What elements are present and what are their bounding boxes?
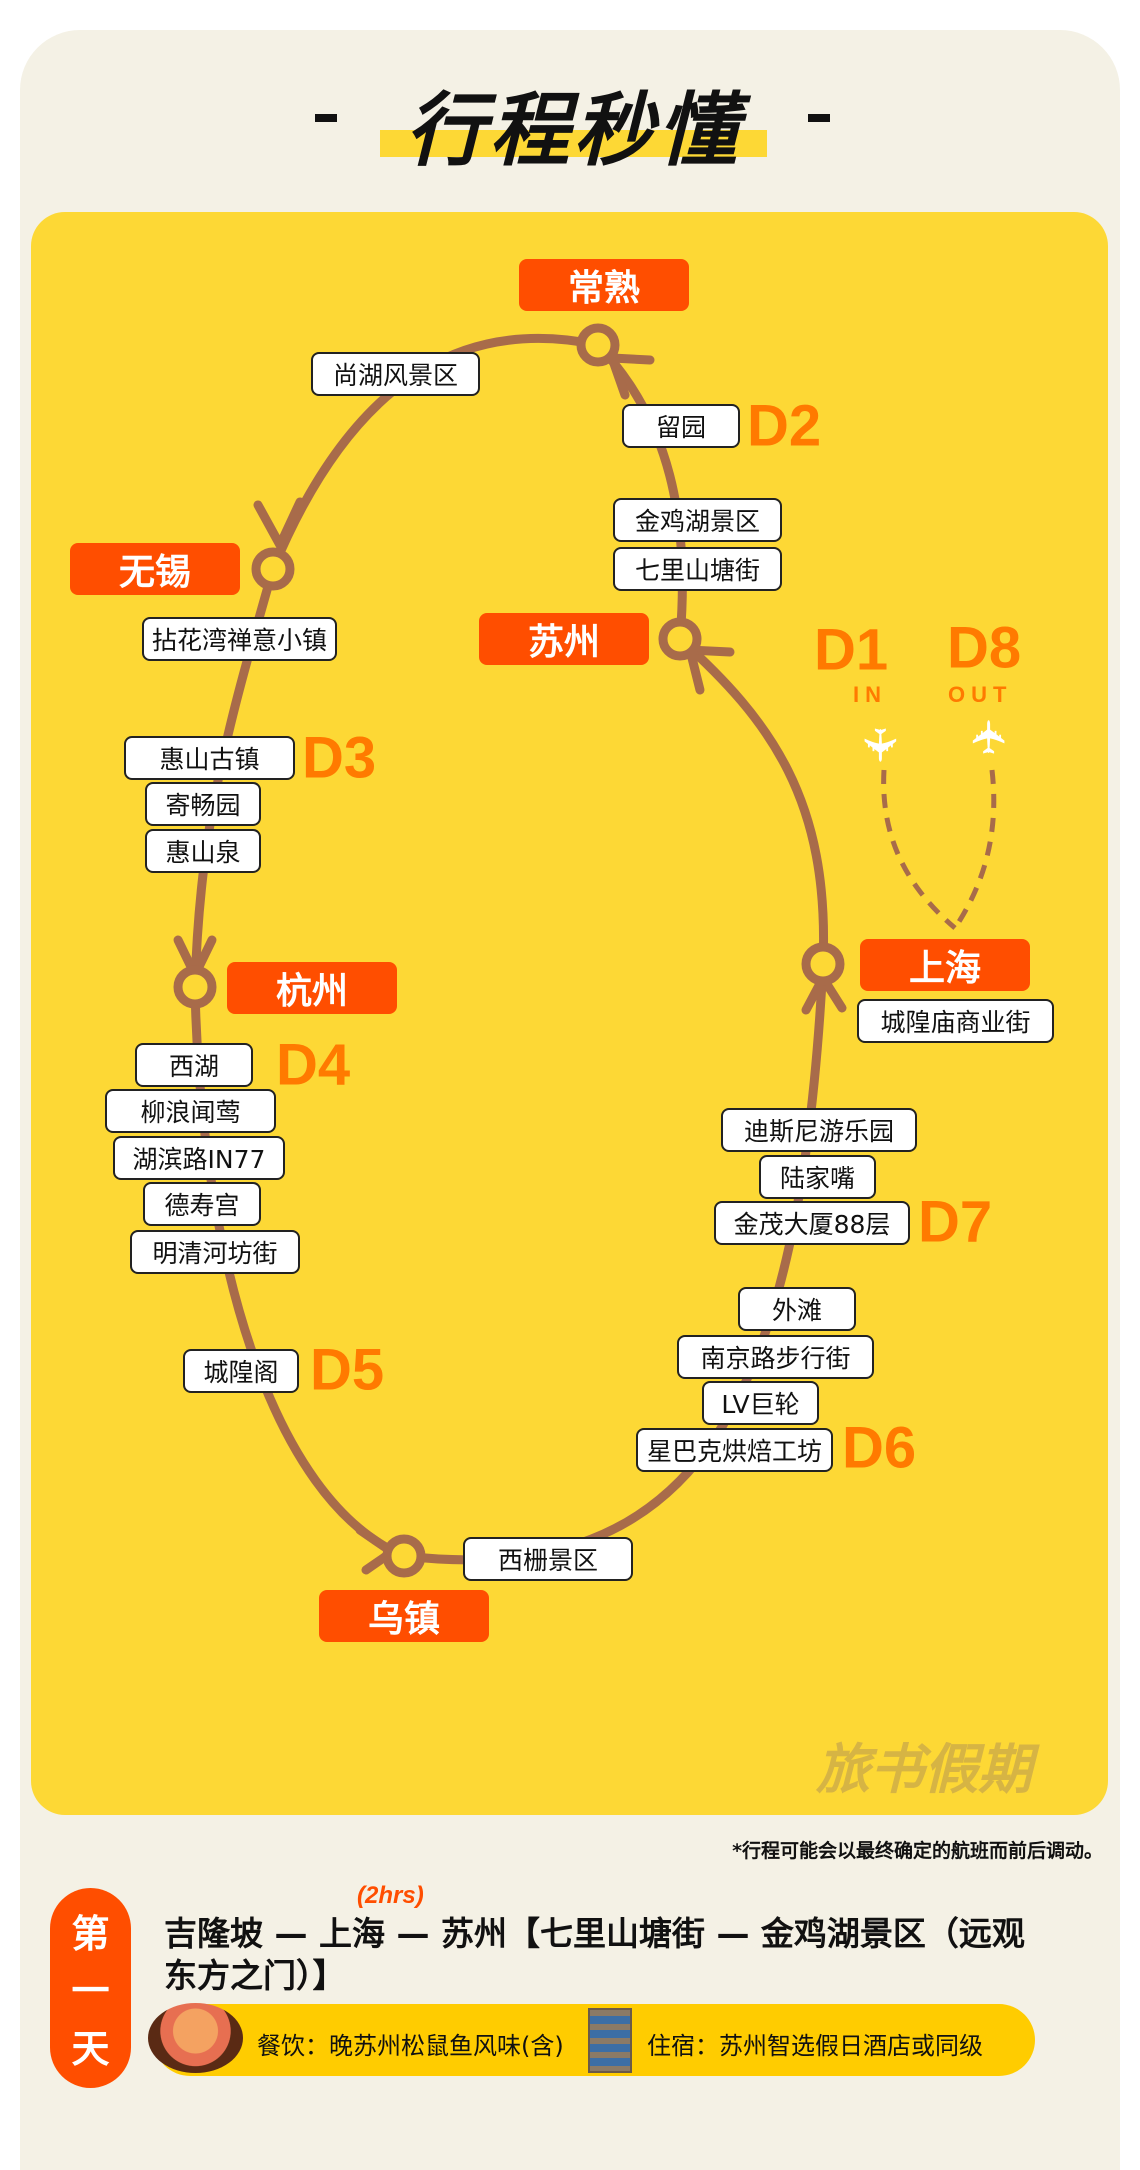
spot: 尚湖风景区 [311,352,480,396]
hotel-info: 住宿：苏州智选假日酒店或同级 [647,2032,983,2060]
flight-in-label: IN [853,682,887,707]
spot: 外滩 [738,1287,856,1331]
day-label-d4: D4 [276,1032,351,1098]
city-suzhou: 苏州 [479,613,649,665]
spot: 西栅景区 [463,1537,633,1581]
airplane-arrival-icon: ✈ [852,725,907,765]
day-label-d3: D3 [302,725,377,791]
day-one-badge: 第 一 天 [50,1888,131,2088]
spot: 金茂大厦88层 [714,1201,910,1245]
city-shanghai: 上海 [860,939,1030,991]
spot: 留园 [622,404,740,448]
spot: 七里山塘街 [613,547,782,591]
hotel-building-icon [588,2008,632,2073]
food-bowl-icon [148,2003,243,2073]
spot: 城隍庙商业街 [857,999,1054,1043]
day-label-d5: D5 [310,1337,385,1403]
title-dash-left [315,114,337,122]
day-label-d7: D7 [918,1189,993,1255]
spot: 城隍阁 [183,1349,299,1393]
watermark: 旅书假期 [816,1738,1032,1801]
badge-char: 第 [71,1912,110,1957]
node-wuzhen [382,1534,426,1578]
badge-char: 天 [71,2026,110,2071]
spot: 德寿宫 [143,1182,261,1226]
spot: 西湖 [135,1043,253,1087]
spot: 柳浪闻莺 [105,1089,276,1133]
day-label-d8: D8 [947,615,1022,681]
city-wuzhen: 乌镇 [319,1590,489,1642]
spot: 寄畅园 [145,782,261,826]
route-suzhou-changshu [593,340,687,644]
node-changshu [576,323,620,367]
node-hangzhou [173,965,217,1009]
spot: 惠山泉 [145,829,261,873]
spot: 湖滨路IN77 [113,1136,285,1180]
spot: 拈花湾禅意小镇 [142,617,337,661]
spot: 明清河坊街 [130,1230,300,1274]
schedule-note: *行程可能会以最终确定的航班而前后调动。 [732,1840,1103,1862]
spot: LV巨轮 [702,1381,819,1425]
arrow-1 [253,497,305,555]
node-suzhou [658,617,702,661]
title-highlight [380,130,767,157]
spot: 星巴克烘焙工坊 [636,1428,833,1472]
node-shanghai [801,942,845,986]
flight-out-dashed [952,769,997,930]
spot: 南京路步行街 [677,1335,874,1379]
city-wuxi: 无锡 [70,543,240,595]
route-shanghai-suzhou [675,634,829,969]
travel-duration: (2hrs) [357,1882,424,1909]
city-hangzhou: 杭州 [227,962,397,1014]
page-title: 行程秒懂 [405,84,742,177]
meal-info: 餐饮：晚苏州松鼠鱼风味(含) [257,2032,564,2060]
title-dash-right [808,114,830,122]
city-changshu: 常熟 [519,259,689,311]
flight-in-dashed [881,769,957,930]
badge-char: 一 [71,1969,110,2014]
spot: 金鸡湖景区 [613,498,782,542]
airplane-departure-icon: ✈ [962,717,1017,757]
day-label-d1: D1 [814,617,889,683]
node-wuxi [251,547,295,591]
day-label-d2: D2 [747,393,822,459]
day-route-title: 吉隆坡 — 上海 — 苏州【七里山塘街 — 金鸡湖景区（远观东方之门）】 [164,1914,1025,1995]
spot: 陆家嘴 [759,1155,876,1199]
day-label-d6: D6 [842,1415,917,1481]
flight-out-label: OUT [948,682,1013,707]
spot: 迪斯尼游乐园 [721,1108,917,1152]
spot: 惠山古镇 [124,736,295,780]
